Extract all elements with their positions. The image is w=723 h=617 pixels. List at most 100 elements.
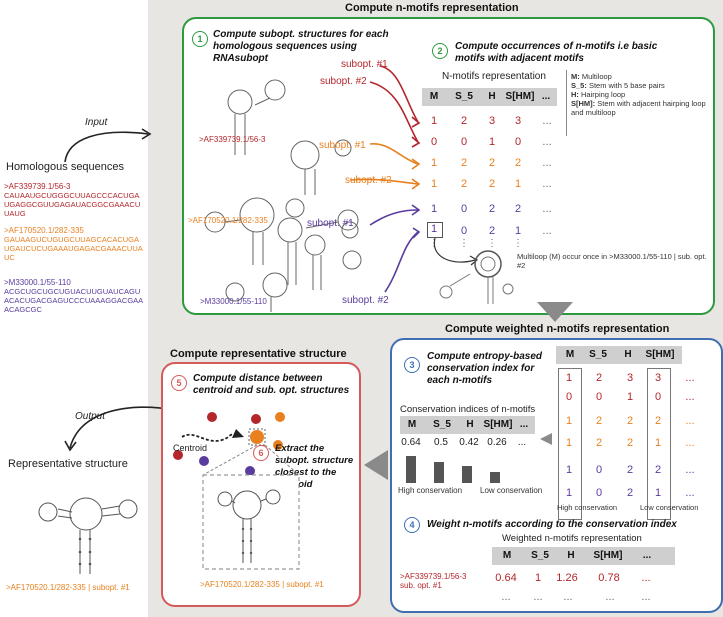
title-compute-nmotifs: Compute n-motifs representation — [345, 2, 519, 14]
cell: ... — [641, 591, 651, 603]
cell: 0 — [595, 464, 603, 476]
cell: 1 — [430, 157, 438, 169]
cell: 1.26 — [556, 572, 578, 584]
cell: 1 — [430, 223, 438, 235]
nmotifs-more-rows: ⋮ — [513, 238, 523, 249]
step-2-badge: 2 — [432, 43, 448, 59]
col-M: M — [429, 91, 439, 102]
cell: 0 — [565, 391, 573, 403]
panel1-seq-id-1: >AF339739.1/56-3 — [199, 135, 266, 144]
step-1-badge: 1 — [192, 31, 208, 47]
legend-text: Hairping loop — [581, 90, 626, 99]
step-1-text: Compute subopt. structures for each homo… — [213, 29, 389, 64]
cell: 2 — [626, 464, 634, 476]
cell: 3 — [654, 372, 662, 384]
cell: ... — [563, 591, 573, 603]
centroid-label: Centroid — [173, 443, 208, 453]
step-4-badge: 4 — [404, 517, 420, 533]
cell: 2 — [488, 178, 496, 190]
cell: 1 — [565, 464, 573, 476]
cell: 2 — [654, 464, 662, 476]
multiloop-callout-drawing — [433, 237, 514, 304]
cell: 1 — [654, 437, 662, 449]
cell: 1 — [565, 437, 573, 449]
cell: ... — [542, 225, 552, 237]
cell: ... — [685, 437, 695, 449]
panel1-seq-id-2: >AF170520.1/282-335 — [188, 216, 268, 225]
legend-key: M: — [571, 72, 580, 81]
col-more: ... — [519, 419, 529, 430]
weighted-sub-id: sub. opt. #1 — [400, 581, 442, 590]
seq-id-2: >AF170520.1/282-335 — [4, 226, 84, 235]
right-low-label: Low conservation — [640, 503, 699, 512]
output-arrow — [64, 406, 176, 452]
suboptimal-structures-drawing — [204, 79, 359, 312]
nmotifs-more-rows: ⋮ — [487, 238, 497, 249]
cell: 3 — [514, 115, 522, 127]
cell: 0 — [595, 487, 603, 499]
highlight-box — [427, 222, 443, 238]
cell: 0 — [595, 391, 603, 403]
col-H: H — [567, 550, 575, 561]
seq-id-1: >AF339739.1/56-3 — [4, 182, 71, 191]
col-more: ... — [541, 91, 551, 102]
cell: ... — [542, 136, 552, 148]
col-SHM: S[HM] — [505, 91, 535, 102]
low-conservation-column-box — [647, 368, 671, 520]
cell: 1 — [654, 487, 662, 499]
cell: 2 — [460, 157, 468, 169]
step-5-text: Compute distance between centroid and su… — [193, 373, 350, 396]
weighted-title: Weighted n-motifs representation — [502, 533, 642, 544]
subopt-label-2: subopt. #2 — [320, 76, 367, 87]
representative-structure-drawing — [38, 497, 138, 574]
title-compute-representative: Compute representative structure — [170, 348, 347, 360]
col-M: M — [407, 419, 417, 430]
cell: ... — [685, 372, 695, 384]
input-label: Input — [85, 117, 108, 128]
cell: 0 — [654, 391, 662, 403]
cell: 2 — [514, 203, 522, 215]
left-arrow — [364, 450, 388, 480]
cell: 1 — [534, 572, 542, 584]
cell: 0 — [514, 136, 522, 148]
subopt-label-5: subopt. #1 — [307, 218, 354, 229]
centroid-cluster-drawing — [173, 412, 285, 476]
step-6-badge: 6 — [253, 445, 269, 461]
index-value: 0.64 — [401, 437, 421, 448]
legend-divider — [566, 70, 567, 136]
conservation-bars — [406, 456, 500, 483]
col-S5: S_5 — [589, 349, 607, 360]
subopt-to-row-arrows — [349, 65, 421, 293]
cell: 0.64 — [495, 572, 517, 584]
representative-label: Representative structure — [8, 458, 128, 470]
legend-key: S[HM]: — [571, 99, 596, 108]
seq-id-3: >M33000.1/55-110 — [4, 278, 71, 287]
bar-H — [462, 466, 472, 483]
step-3-text: Compute entropy-based conservation index… — [427, 351, 543, 386]
col-S5: S_5 — [455, 91, 473, 102]
legend-key: H: — [571, 90, 579, 99]
step-4-text: Weight n-motifs according to the conserv… — [427, 519, 677, 530]
index-value: 0.5 — [434, 437, 448, 448]
low-conservation-label: Low conservation — [480, 486, 543, 495]
col-more: ... — [642, 550, 652, 561]
cell: 1 — [565, 487, 573, 499]
conservation-title: Conservation indices of n-motifs — [400, 404, 536, 415]
multiloop-note: Multiloop (M) occur once in >M33000.1/55… — [517, 252, 707, 270]
cell: 2 — [488, 203, 496, 215]
col-M: M — [502, 550, 512, 561]
cell: ... — [685, 487, 695, 499]
panel-weighted — [390, 338, 723, 613]
weighted-seq-id: >AF339739.1/56-3 — [400, 572, 467, 581]
legend-text: Stem with 5 base pairs — [588, 81, 665, 90]
cell: 1 — [488, 136, 496, 148]
output-label: Output — [75, 411, 106, 422]
seq-1: CAUAAUGCUGGGCUUAGCCCACUGAUGAGGCGUUGAGAUA… — [4, 191, 141, 218]
cell: 1 — [626, 391, 634, 403]
cell: ... — [542, 178, 552, 190]
bar-M — [406, 456, 416, 483]
cell: 1 — [430, 115, 438, 127]
subopt-label-3: subopt. #1 — [319, 140, 366, 151]
cell: 1 — [565, 372, 573, 384]
cell: 1 — [430, 178, 438, 190]
